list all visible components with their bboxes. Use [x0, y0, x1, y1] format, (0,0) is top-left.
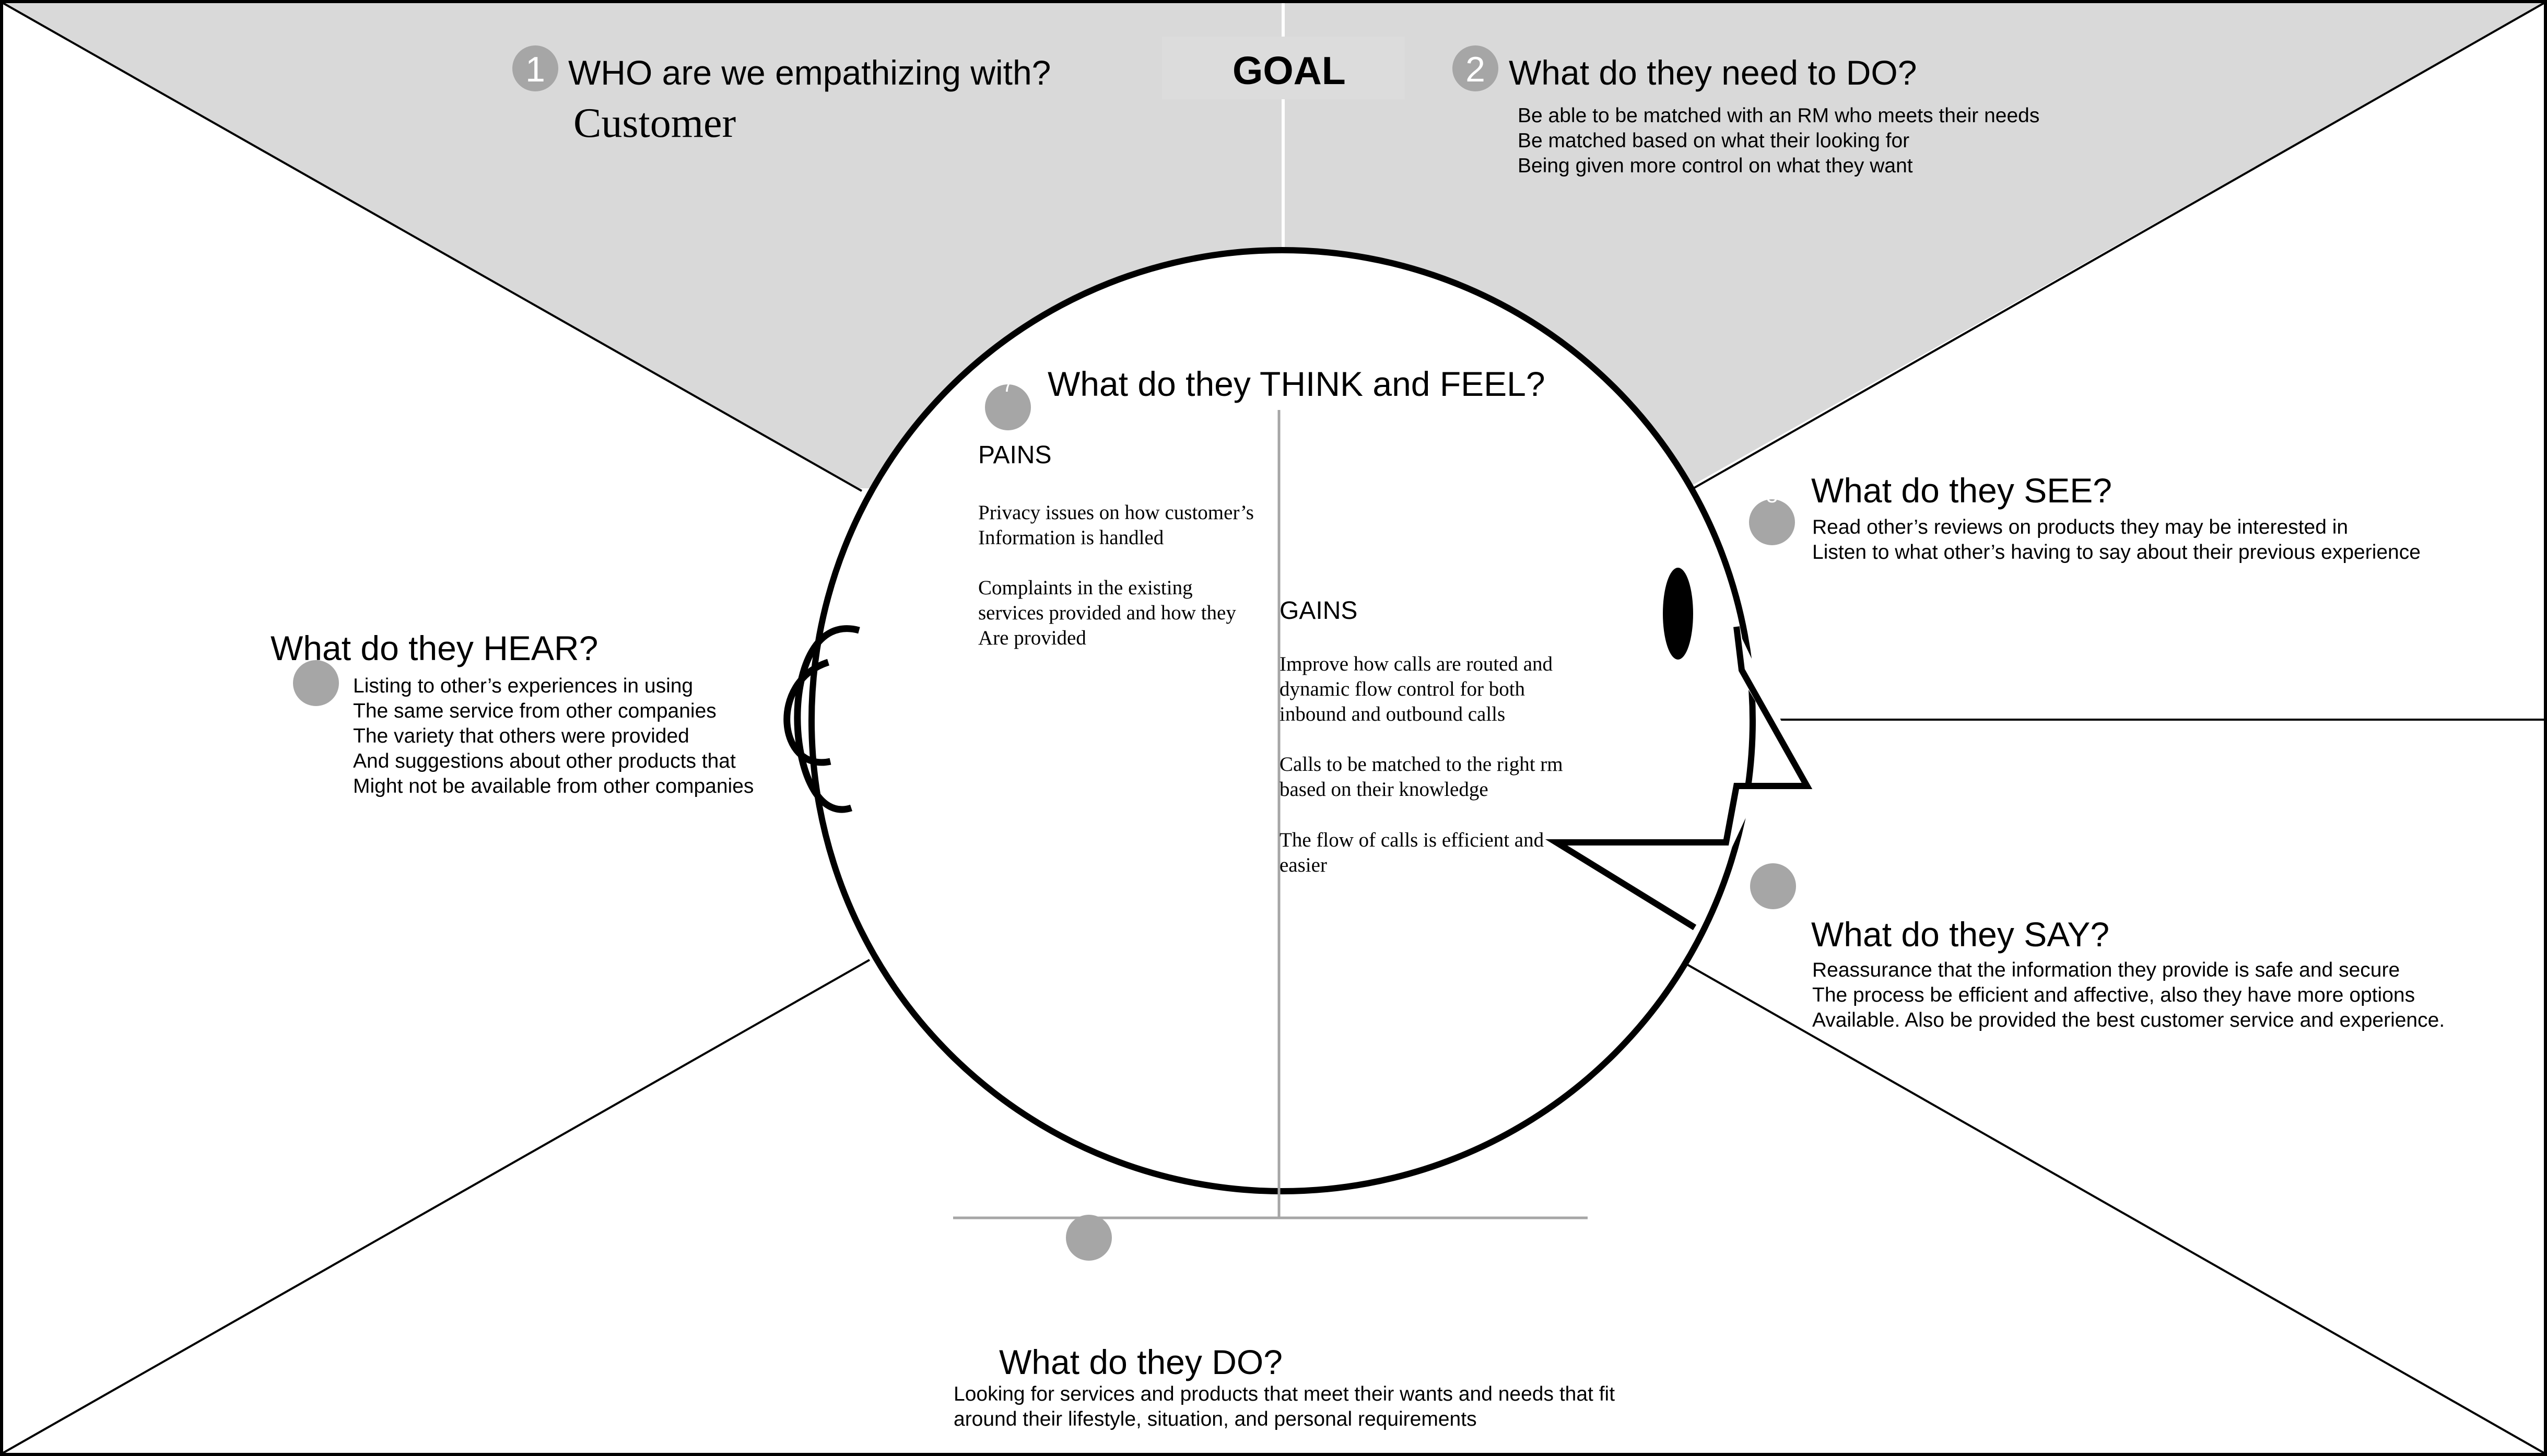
hear-line: Listing to other’s experiences in using	[353, 675, 694, 697]
diagonal-top-left	[3, 2, 862, 492]
face-profile	[1556, 627, 1807, 927]
say-line: Available. Also be provided the best cus…	[1812, 1009, 2445, 1031]
do-line: around their lifestyle, situation, and p…	[954, 1408, 1477, 1430]
think-feel-title: What do they THINK and FEEL?	[1048, 365, 1545, 403]
marker-think	[985, 384, 1031, 430]
marker-need-number: 2	[1465, 50, 1485, 89]
pains-item: Privacy issues on how customer’s Informa…	[978, 500, 1254, 550]
see-line: Read other’s reviews on products they ma…	[1812, 516, 2349, 538]
need-line: Being given more control on what they wa…	[1518, 155, 1913, 177]
goal-label: GOAL	[1233, 49, 1346, 92]
see-lines: Read other’s reviews on products they ma…	[1812, 515, 2421, 565]
marker-think-number: 7	[1002, 373, 1014, 396]
goal-label-bg	[1162, 37, 1405, 99]
hear-line: Might not be available from other compan…	[353, 775, 754, 797]
pains-item: Complaints in the existing services prov…	[978, 576, 1236, 651]
diagonal-bottom-right	[1679, 959, 2544, 1454]
pains-line: Are provided	[978, 627, 1086, 649]
gains-line: The flow of calls is efficient and	[1280, 829, 1544, 851]
gains-item: Improve how calls are routed and dynamic…	[1280, 652, 1553, 727]
hear-lines: Listing to other’s experiences in using …	[353, 674, 754, 799]
marker-see	[1749, 499, 1795, 545]
do-title: What do they DO?	[999, 1343, 1283, 1381]
need-line: Be able to be matched with an RM who mee…	[1518, 104, 2040, 127]
head-circle	[808, 247, 1756, 1194]
pains-line: services provided and how they	[978, 602, 1236, 624]
gains-label: GAINS	[1280, 597, 1358, 625]
gains-line: easier	[1280, 854, 1327, 876]
need-title: What do they need to DO?	[1509, 53, 1917, 92]
who-title: WHO are we empathizing with?	[568, 53, 1051, 92]
need-lines: Be able to be matched with an RM who mee…	[1518, 103, 2039, 179]
marker-who-number: 1	[525, 50, 545, 89]
do-lines: Looking for services and products that m…	[954, 1382, 1615, 1432]
say-line: Reassurance that the information they pr…	[1812, 959, 2400, 981]
ear-inner	[783, 659, 831, 766]
do-line: Looking for services and products that m…	[954, 1383, 1615, 1405]
gains-item: The flow of calls is efficient and easie…	[1280, 828, 1544, 878]
say-title: What do they SAY?	[1811, 915, 2110, 954]
marker-hear	[293, 660, 339, 706]
goal-region	[3, 3, 2544, 488]
eye	[1663, 568, 1693, 660]
gains-line: dynamic flow control for both	[1280, 678, 1525, 700]
hear-line: And suggestions about other products tha…	[353, 750, 736, 772]
pains-line: Information is handled	[978, 526, 1164, 549]
need-line: Be matched based on what their looking f…	[1518, 130, 1910, 152]
who-answer: Customer	[573, 100, 736, 146]
gains-item: Calls to be matched to the right rm base…	[1280, 752, 1563, 802]
say-lines: Reassurance that the information they pr…	[1812, 958, 2445, 1033]
say-line: The process be efficient and affective, …	[1812, 984, 2415, 1006]
hear-line: The same service from other companies	[353, 700, 717, 722]
gains-line: inbound and outbound calls	[1280, 703, 1506, 725]
marker-need	[1452, 45, 1498, 91]
marker-see-number: 3	[1766, 484, 1778, 507]
pains-label: PAINS	[978, 441, 1052, 469]
gains-line: based on their knowledge	[1280, 778, 1488, 801]
diagonal-bottom-left	[3, 959, 870, 1454]
marker-do	[1066, 1215, 1112, 1261]
gains-line: Calls to be matched to the right rm	[1280, 753, 1563, 776]
see-title: What do they SEE?	[1811, 471, 2112, 510]
hear-title: What do they HEAR?	[271, 629, 598, 667]
marker-who	[512, 45, 558, 91]
see-line: Listen to what other’s having to say abo…	[1812, 541, 2421, 563]
diagonal-top-right	[1684, 2, 2544, 495]
hear-line: The variety that others were provided	[353, 725, 689, 747]
face-outline	[1545, 626, 1813, 931]
ear-outer	[794, 625, 860, 813]
pains-line: Privacy issues on how customer’s	[978, 501, 1254, 524]
marker-say	[1750, 863, 1796, 909]
gains-line: Improve how calls are routed and	[1280, 653, 1553, 675]
pains-line: Complaints in the existing	[978, 577, 1193, 599]
